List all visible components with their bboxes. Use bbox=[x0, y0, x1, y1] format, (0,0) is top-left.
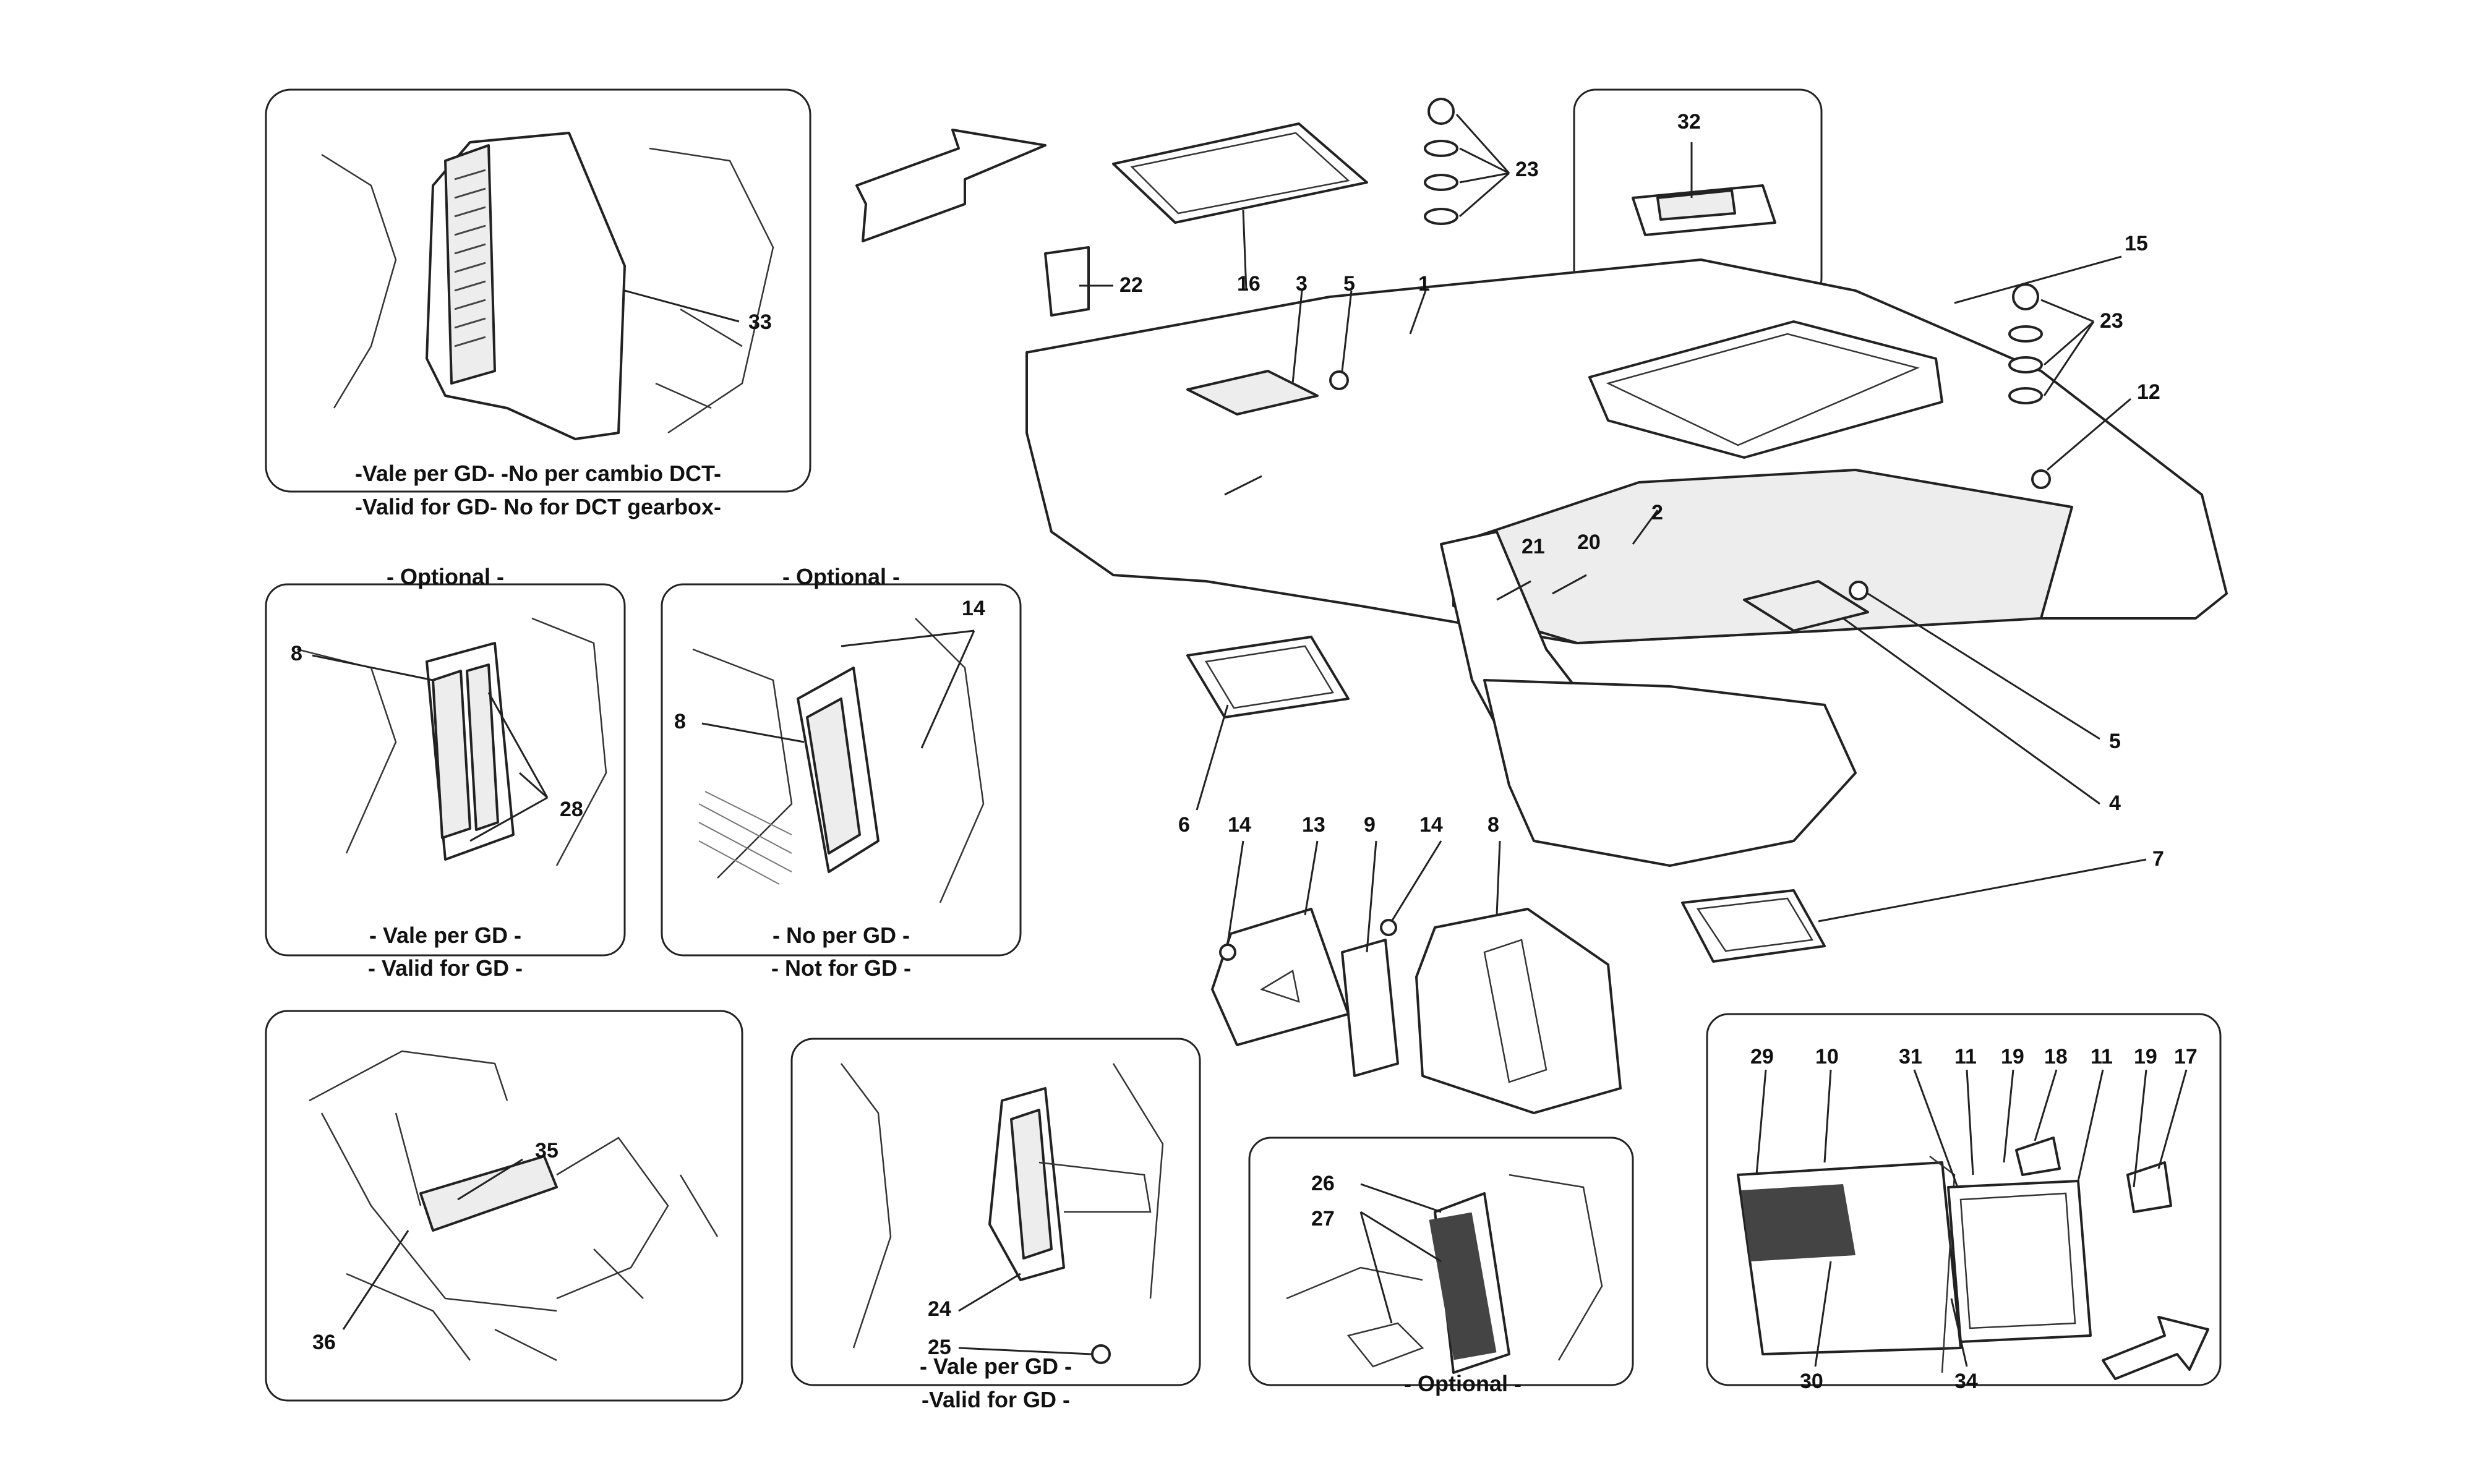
caption-optional-c: - Optional - bbox=[1404, 1371, 1522, 1396]
label-30: 30 bbox=[1800, 1370, 1823, 1393]
label-23-b: 23 bbox=[2100, 309, 2123, 333]
caption-gd-dct-en: -Valid for GD- No for DCT gearbox- bbox=[355, 494, 721, 519]
cover-plate-3 bbox=[1186, 370, 1319, 416]
label-8-c: 8 bbox=[1487, 813, 1499, 837]
caption-no-gd: - No per GD - bbox=[773, 923, 910, 948]
label-2: 2 bbox=[1651, 501, 1663, 524]
label-32: 32 bbox=[1677, 110, 1701, 134]
floor-carpet-assembly bbox=[1025, 98, 2228, 1114]
label-24: 24 bbox=[928, 1297, 951, 1321]
floor-grille bbox=[1429, 1212, 1497, 1360]
cover-plate-4 bbox=[1743, 580, 1869, 632]
caption-vale-gd-a: - Vale per GD - bbox=[369, 923, 521, 948]
label-22: 22 bbox=[1119, 273, 1143, 297]
label-35: 35 bbox=[535, 1139, 559, 1162]
label-16: 16 bbox=[1237, 272, 1261, 296]
caption-optional-a: - Optional - bbox=[387, 564, 504, 589]
label-17: 17 bbox=[2174, 1045, 2198, 1068]
detail-panel-10-34 bbox=[1706, 1013, 2222, 1386]
label-9: 9 bbox=[1364, 813, 1376, 837]
detail-panel-35-36 bbox=[265, 1010, 743, 1402]
caption-gd-dct-it: -Vale per GD- -No per cambio DCT- bbox=[355, 461, 721, 486]
detail-panel-optional-28 bbox=[265, 583, 626, 957]
detail-panel-optional-14 bbox=[661, 583, 1022, 957]
label-21: 21 bbox=[1522, 535, 1545, 558]
label-15: 15 bbox=[2125, 232, 2148, 255]
label-8-a: 8 bbox=[291, 642, 302, 665]
trim-panel-9 bbox=[1341, 939, 1399, 1077]
rear-mat-15 bbox=[1588, 320, 1943, 459]
front-direction-arrow bbox=[855, 129, 1047, 242]
label-13: 13 bbox=[1302, 813, 1325, 837]
trim-panel-13 bbox=[1211, 908, 1350, 1046]
label-34: 34 bbox=[1954, 1370, 1978, 1393]
label-19-a: 19 bbox=[2001, 1045, 2024, 1068]
floor-mat-16 bbox=[1112, 122, 1368, 224]
label-14-c: 14 bbox=[1419, 813, 1443, 837]
label-8-b: 8 bbox=[674, 710, 686, 733]
label-28: 28 bbox=[560, 798, 583, 821]
label-11-b: 11 bbox=[2091, 1045, 2113, 1068]
label-10: 10 bbox=[1815, 1045, 1839, 1068]
detail-panel-optional-26-27 bbox=[1248, 1136, 1634, 1386]
caption-not-gd: - Not for GD - bbox=[771, 955, 911, 981]
clip-22 bbox=[1044, 246, 1090, 317]
caption-vale-gd-b: - Vale per GD - bbox=[920, 1354, 1072, 1379]
caption-valid-gd-b: -Valid for GD - bbox=[922, 1387, 1070, 1412]
label-23-a: 23 bbox=[1515, 158, 1539, 181]
label-11-a: 11 bbox=[1954, 1045, 1977, 1068]
label-33: 33 bbox=[748, 310, 772, 334]
label-19-b: 19 bbox=[2134, 1045, 2157, 1068]
label-12: 12 bbox=[2137, 380, 2160, 404]
caption-valid-gd-a: - Valid for GD - bbox=[368, 955, 523, 981]
label-5-a: 5 bbox=[1343, 272, 1355, 296]
caption-optional-b: - Optional - bbox=[782, 564, 900, 589]
vent-frame-7 bbox=[1681, 889, 1826, 963]
label-31: 31 bbox=[1899, 1045, 1922, 1068]
detail-panel-seat-trim-gd bbox=[265, 88, 811, 493]
label-14-a: 14 bbox=[962, 597, 985, 620]
label-26: 26 bbox=[1311, 1172, 1335, 1195]
trim-panel-8 bbox=[1415, 908, 1622, 1114]
rear-direction-arrow bbox=[2102, 1316, 2209, 1380]
detail-panel-24-25 bbox=[790, 1038, 1201, 1386]
detail-panel-32 bbox=[1573, 88, 1823, 301]
label-3: 3 bbox=[1296, 272, 1308, 296]
label-27: 27 bbox=[1311, 1207, 1335, 1230]
label-7: 7 bbox=[2152, 847, 2164, 871]
label-1: 1 bbox=[1418, 272, 1430, 296]
label-6: 6 bbox=[1178, 813, 1190, 837]
label-4: 4 bbox=[2109, 791, 2121, 815]
label-25: 25 bbox=[928, 1336, 951, 1359]
label-18: 18 bbox=[2044, 1045, 2068, 1068]
label-36: 36 bbox=[312, 1331, 336, 1354]
label-14-b: 14 bbox=[1228, 813, 1251, 837]
label-29: 29 bbox=[1750, 1045, 1774, 1068]
label-20: 20 bbox=[1577, 531, 1601, 554]
label-5-b: 5 bbox=[2109, 730, 2121, 753]
